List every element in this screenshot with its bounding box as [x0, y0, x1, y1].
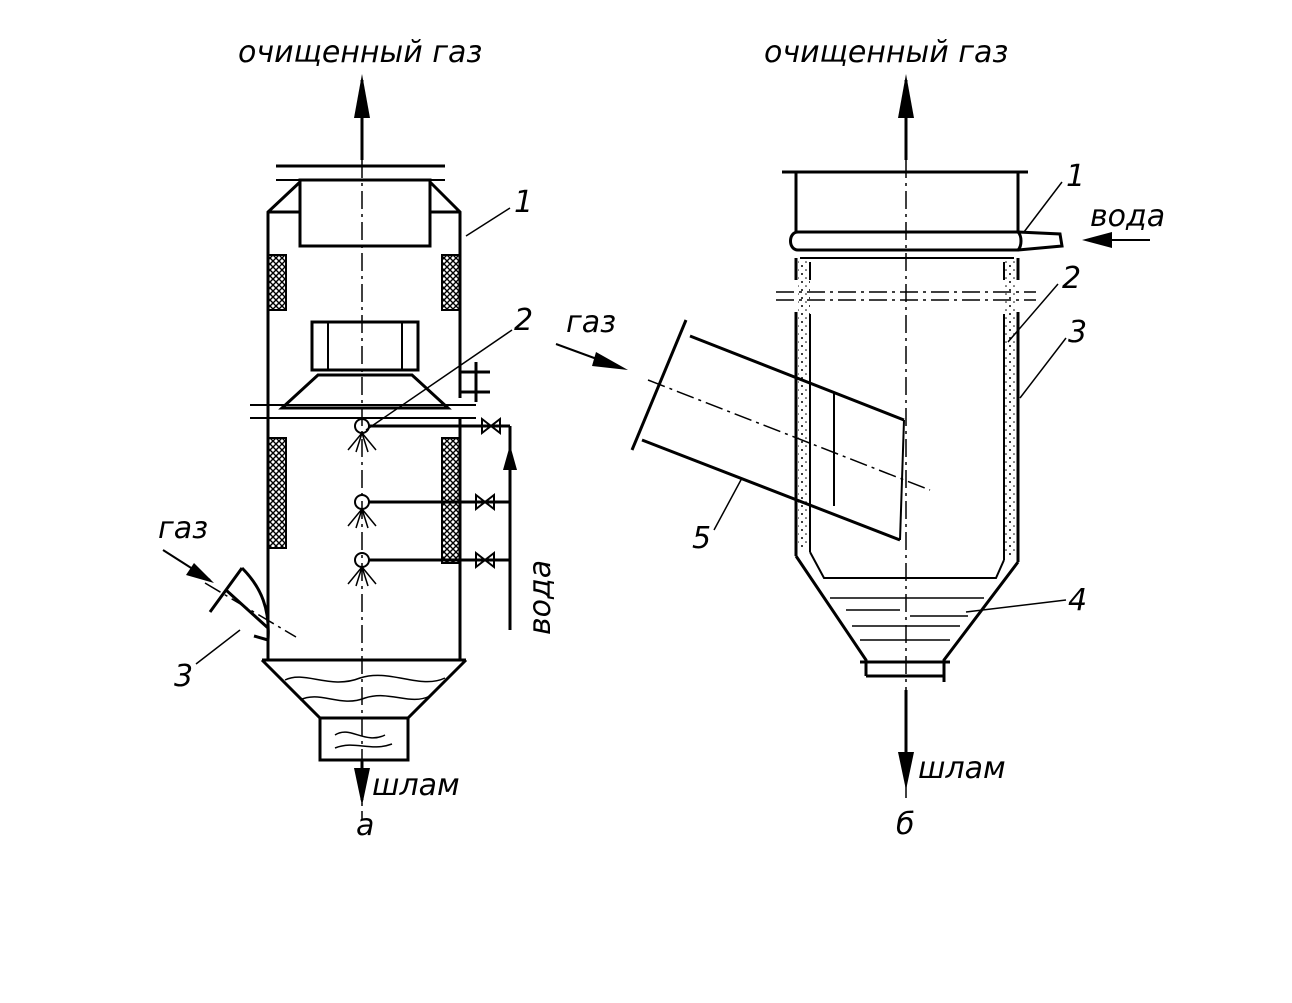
svg-text:1: 1 — [1066, 159, 1085, 194]
clean-gas-arrow-b — [898, 74, 914, 160]
caption-a: а — [356, 808, 374, 843]
clean-gas-label-b: очищенный газ — [764, 35, 1008, 70]
svg-text:3: 3 — [1068, 315, 1087, 350]
packing-upper-right — [441, 254, 461, 311]
clean-gas-label-a: очищенный газ — [238, 35, 482, 70]
hopper-a — [260, 658, 468, 762]
outlet-pipe-a — [276, 164, 445, 248]
droplet-separator-a — [278, 320, 452, 410]
caption-b: б — [896, 807, 915, 842]
sludge-arrow-a — [354, 760, 370, 806]
callout-3-a: 3 — [174, 629, 241, 694]
scrubber-b: очищенный газ вода — [555, 35, 1165, 842]
cone-b — [794, 551, 1020, 682]
clean-gas-arrow-a — [354, 74, 370, 160]
water-arrow-b — [1082, 232, 1150, 248]
water-label-b: вода — [1090, 199, 1165, 234]
svg-text:2: 2 — [514, 303, 533, 338]
side-fitting-a — [460, 362, 490, 402]
scrubber-body-a — [250, 180, 476, 660]
water-lines-a — [369, 424, 517, 630]
callout-5-b: 5 — [692, 477, 743, 556]
valve-icons-a — [475, 416, 501, 570]
svg-text:1: 1 — [514, 185, 533, 220]
sludge-label-a: шлам — [372, 768, 460, 803]
gas-inlet-b — [630, 319, 931, 542]
callout-1-a: 1 — [465, 185, 533, 237]
scrubber-a: очищенный газ — [158, 35, 558, 843]
sludge-arrow-b — [898, 690, 914, 790]
gas-label-a: газ — [158, 511, 208, 546]
svg-text:2: 2 — [1062, 261, 1081, 296]
svg-text:5: 5 — [692, 521, 711, 556]
packing-upper-left — [267, 254, 287, 311]
gas-label-b: газ — [566, 305, 616, 340]
callout-2-a: 2 — [365, 303, 533, 431]
gas-arrow-b — [555, 343, 628, 370]
svg-text:3: 3 — [174, 659, 193, 694]
svg-text:4: 4 — [1068, 583, 1087, 618]
water-label-a: вода — [523, 560, 558, 635]
scrubber-body-b — [776, 258, 1036, 562]
gas-inlet-a — [162, 549, 297, 642]
callout-3-b: 3 — [1019, 315, 1087, 399]
callout-4-b: 4 — [965, 583, 1087, 618]
callout-1-b: 1 — [1023, 159, 1085, 233]
top-section-b — [782, 170, 1064, 259]
callout-2-b: 2 — [1007, 261, 1081, 343]
sludge-label-b: шлам — [918, 751, 1006, 786]
packing-lower-left — [267, 437, 287, 549]
